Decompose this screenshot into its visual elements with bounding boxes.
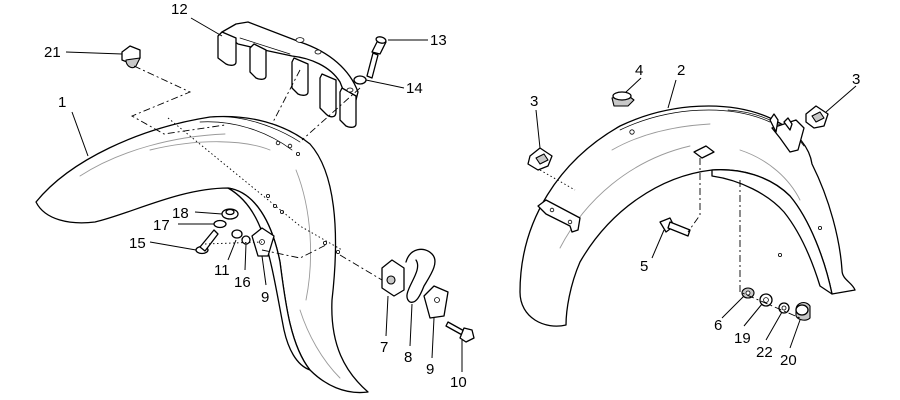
- callout-9-upper: 9: [261, 289, 269, 306]
- callout-20: 20: [780, 352, 797, 369]
- rear-fender: [519, 105, 856, 327]
- callout-6: 6: [714, 317, 722, 334]
- callout-18: 18: [172, 205, 189, 222]
- screw-15: [195, 229, 219, 255]
- callout-2: 2: [677, 62, 685, 79]
- callout-7: 7: [380, 339, 388, 356]
- callout-15: 15: [129, 235, 146, 252]
- front-fender: [35, 115, 369, 394]
- callout-3-left: 3: [530, 93, 538, 110]
- plate-9-lower: [423, 285, 449, 319]
- callout-leaders: [65, 17, 857, 372]
- bolt-10: [445, 321, 475, 343]
- plate-9-upper: [251, 227, 275, 257]
- cap-nut-20: [795, 301, 811, 321]
- callout-1: 1: [58, 94, 66, 111]
- clip-nut-left: [527, 147, 553, 171]
- callout-17: 17: [153, 217, 170, 234]
- callout-5: 5: [640, 258, 648, 275]
- front-fender-assembly: [35, 21, 475, 394]
- callout-9-lower: 9: [426, 361, 434, 378]
- wire-clip: [405, 248, 436, 303]
- nut-11: [231, 229, 243, 239]
- rear-fender-assembly: [519, 91, 856, 327]
- callout-21: 21: [44, 44, 61, 61]
- cap-4: [611, 91, 635, 107]
- long-screw: [366, 36, 387, 79]
- bolt-5: [659, 217, 691, 237]
- callout-19: 19: [734, 330, 751, 347]
- rubber-block: [381, 259, 405, 297]
- callout-4: 4: [635, 62, 643, 79]
- callout-labels: 1 2 3 3 4 5 6 7 8 9 9 10 11 12 13 14 15 …: [44, 1, 860, 391]
- washer-14: [353, 75, 367, 85]
- washer-17: [213, 219, 227, 229]
- clip-nut-right: [805, 105, 829, 129]
- callout-11: 11: [214, 262, 230, 279]
- callout-3-right: 3: [852, 71, 860, 88]
- callout-12: 12: [171, 1, 188, 18]
- callout-8: 8: [404, 349, 412, 366]
- callout-10: 10: [450, 374, 467, 391]
- fender-support-bridge: [217, 21, 359, 128]
- cap-nut: [121, 45, 141, 69]
- rubber-spacer: [221, 208, 239, 220]
- callout-16: 16: [234, 274, 251, 291]
- callout-13: 13: [430, 32, 447, 49]
- callout-22: 22: [756, 344, 773, 361]
- callout-14: 14: [406, 80, 423, 97]
